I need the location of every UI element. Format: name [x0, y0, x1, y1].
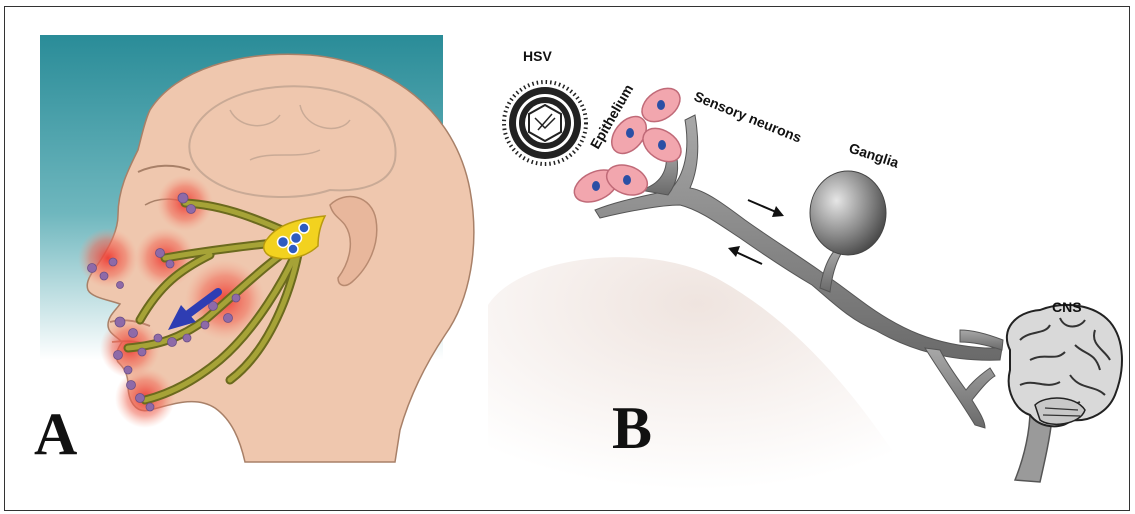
panel-b: HSV [488, 48, 1122, 490]
panel-a-letter: A [34, 401, 77, 467]
ganglia-label: Ganglia [847, 140, 901, 171]
hsv-label: HSV [523, 48, 552, 64]
brain [1007, 305, 1122, 482]
inflammation-nose [78, 228, 138, 288]
ganglia-cell-body [810, 171, 886, 255]
panel-a: A [34, 35, 474, 467]
anterograde-arrow [748, 200, 784, 217]
sensory-neurons-label: Sensory neurons [692, 88, 804, 146]
panel-b-letter: B [612, 395, 652, 461]
cns-label: CNS [1052, 299, 1082, 315]
hsv-virion [504, 82, 586, 164]
